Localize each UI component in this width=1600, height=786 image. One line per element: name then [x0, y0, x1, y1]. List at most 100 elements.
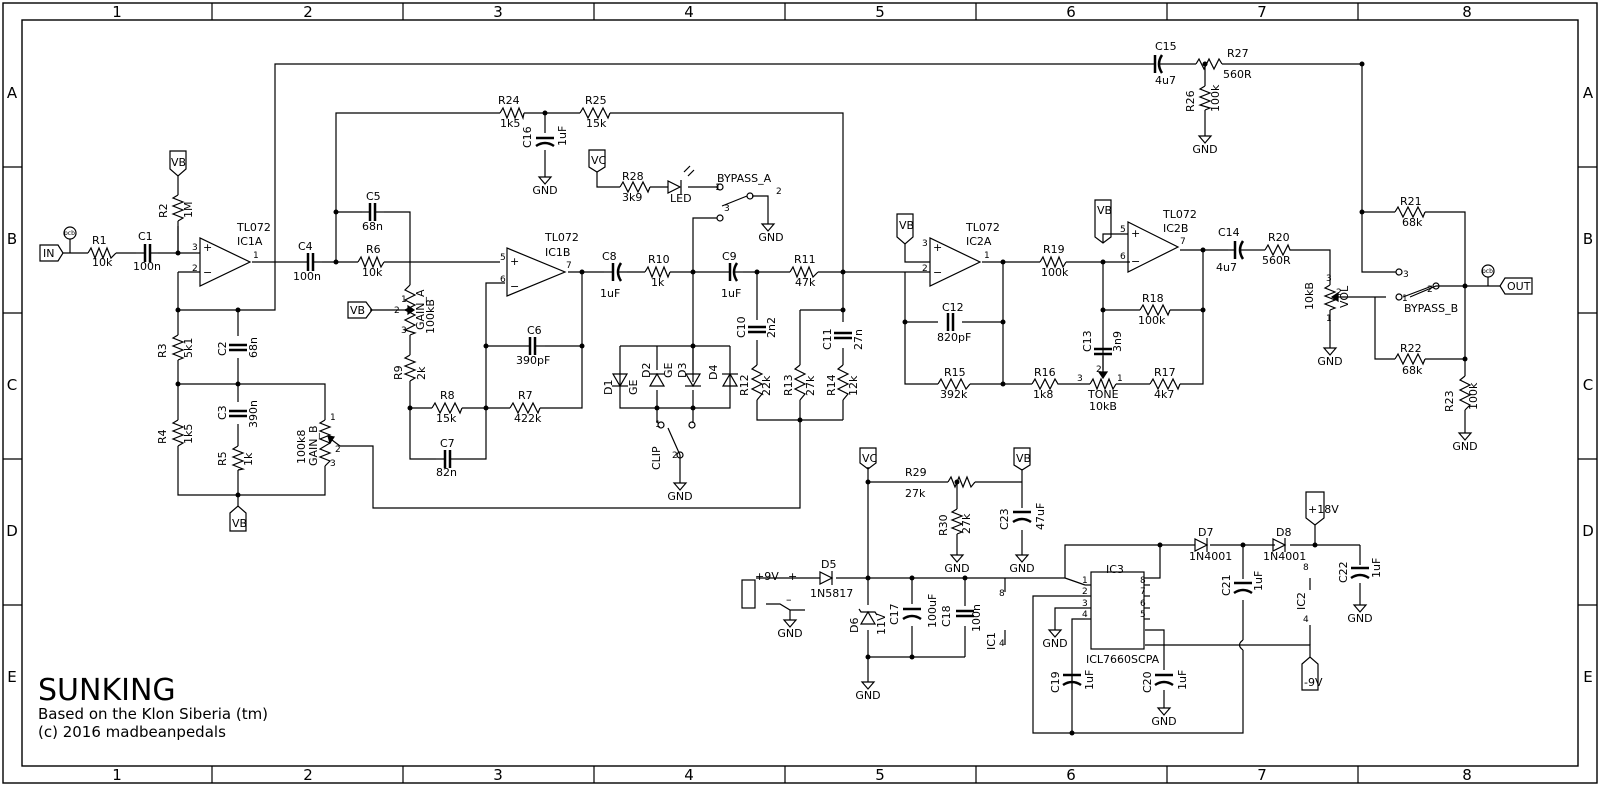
svg-text:2: 2 [394, 306, 400, 316]
svg-text:BYPASS_A: BYPASS_A [717, 172, 772, 185]
svg-text:3k9: 3k9 [622, 191, 642, 204]
grid-frame [3, 3, 1597, 783]
svg-text:IC3: IC3 [1106, 563, 1124, 576]
svg-text:560R: 560R [1262, 254, 1291, 267]
svg-text:+: + [1131, 227, 1140, 240]
svg-text:3: 3 [330, 459, 336, 469]
svg-text:3: 3 [493, 3, 503, 21]
svg-text:100n: 100n [133, 260, 161, 273]
switches [657, 183, 1440, 459]
svg-text:GND: GND [855, 689, 880, 702]
svg-text:3: 3 [1403, 270, 1409, 280]
svg-text:+: + [933, 241, 942, 254]
svg-text:VB: VB [171, 156, 186, 169]
svg-text:2: 2 [303, 766, 313, 784]
svg-text:R27: R27 [1227, 47, 1249, 60]
svg-text:D5: D5 [821, 558, 836, 571]
svg-text:IC1B: IC1B [545, 246, 570, 259]
svg-text:68k: 68k [1402, 216, 1423, 229]
svg-text:R7: R7 [518, 389, 533, 402]
svg-text:R11: R11 [794, 253, 816, 266]
svg-text:7: 7 [1180, 237, 1186, 247]
svg-text:R2: R2 [157, 203, 170, 218]
svg-text:−: − [933, 266, 942, 279]
svg-text:1uF: 1uF [1176, 670, 1189, 690]
svg-text:C17: C17 [888, 603, 901, 625]
svg-text:1k5: 1k5 [182, 424, 195, 444]
svg-text:D4: D4 [707, 365, 720, 380]
svg-text:R9: R9 [392, 365, 405, 380]
svg-text:3n9: 3n9 [1111, 331, 1124, 352]
svg-text:1uF: 1uF [1370, 558, 1383, 578]
svg-text:+: + [510, 255, 519, 268]
svg-text:390n: 390n [247, 400, 260, 428]
svg-text:VB: VB [232, 517, 247, 530]
svg-text:R25: R25 [585, 94, 607, 107]
svg-text:R24: R24 [498, 94, 520, 107]
svg-text:R22: R22 [1400, 342, 1422, 355]
capacitors [136, 54, 1370, 687]
svg-text:VOL: VOL [1338, 285, 1351, 308]
svg-text:390pF: 390pF [516, 354, 550, 367]
svg-text:15k: 15k [586, 117, 607, 130]
svg-text:TL072: TL072 [1162, 208, 1197, 221]
svg-text:5k1: 5k1 [182, 338, 195, 358]
svg-text:R23: R23 [1443, 390, 1456, 412]
svg-text:12k: 12k [847, 375, 860, 396]
svg-text:1: 1 [253, 251, 259, 261]
svg-text:100n: 100n [970, 604, 983, 632]
svg-text:82n: 82n [436, 466, 457, 479]
svg-text:GND: GND [667, 490, 692, 503]
svg-text:GND: GND [944, 562, 969, 575]
svg-text:TONE: TONE [1087, 388, 1119, 401]
svg-text:8: 8 [1462, 766, 1472, 784]
svg-text:C22: C22 [1337, 561, 1350, 583]
svg-text:4: 4 [684, 766, 694, 784]
svg-text:100n: 100n [293, 270, 321, 283]
svg-text:1: 1 [1117, 374, 1123, 384]
subtitle: Based on the Klon Siberia (tm) [38, 705, 268, 723]
svg-text:C15: C15 [1155, 40, 1177, 53]
svg-text:R19: R19 [1043, 243, 1065, 256]
svg-text:1: 1 [655, 420, 661, 430]
svg-text:2: 2 [335, 445, 341, 455]
svg-text:4: 4 [1082, 610, 1088, 620]
svg-text:R20: R20 [1268, 231, 1290, 244]
svg-text:2: 2 [303, 3, 313, 21]
svg-text:2: 2 [1096, 365, 1102, 375]
svg-text:2: 2 [1082, 587, 1088, 597]
svg-text:-9V: -9V [1304, 676, 1323, 689]
in-flag: IN [43, 247, 54, 260]
svg-text:2: 2 [1336, 288, 1342, 298]
svg-text:5: 5 [1120, 225, 1126, 235]
svg-text:D7: D7 [1198, 526, 1213, 539]
svg-text:422k: 422k [514, 412, 542, 425]
svg-text:27k: 27k [905, 487, 926, 500]
svg-text:27k: 27k [804, 375, 817, 396]
svg-text:1M: 1M [182, 202, 195, 219]
svg-text:1uF: 1uF [721, 287, 741, 300]
svg-text:R6: R6 [366, 243, 381, 256]
svg-text:5: 5 [500, 253, 506, 263]
opamp-signs: +− +− +− +− [203, 227, 1140, 293]
svg-text:1: 1 [330, 413, 336, 423]
svg-text:R26: R26 [1184, 90, 1197, 112]
svg-text:C18: C18 [940, 605, 953, 627]
svg-text:R16: R16 [1034, 366, 1056, 379]
svg-text:R12: R12 [738, 374, 751, 396]
svg-text:VB: VB [350, 304, 365, 317]
svg-text:2: 2 [922, 264, 928, 274]
svg-text:100uF: 100uF [926, 594, 939, 628]
svg-text:6: 6 [1140, 599, 1146, 609]
svg-text:100k: 100k [1138, 314, 1166, 327]
svg-text:C: C [7, 376, 17, 394]
svg-text:1k8: 1k8 [1033, 388, 1053, 401]
svg-text:D2: D2 [640, 363, 653, 378]
svg-text:R8: R8 [440, 389, 455, 402]
junctions [175, 61, 1468, 736]
svg-text:GND: GND [1317, 355, 1342, 368]
svg-text:A: A [1583, 84, 1594, 102]
svg-text:GND: GND [1452, 440, 1477, 453]
svg-text:+9V: +9V [755, 570, 779, 583]
